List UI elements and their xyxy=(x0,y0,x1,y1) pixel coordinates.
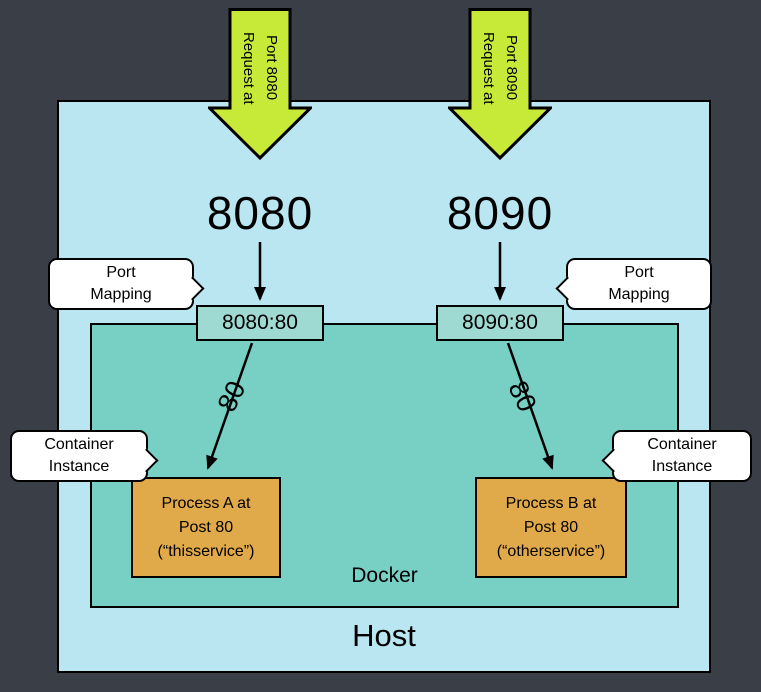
process-b-line3: (“otherservice”) xyxy=(496,542,606,560)
request-arrow-8080: Request at Port 8080 xyxy=(208,8,312,160)
process-a-line3: (“thisservice”) xyxy=(157,542,255,560)
callout-line: Container xyxy=(647,436,717,453)
callout-line: Mapping xyxy=(608,286,670,303)
request-arrow-8080-line2: Port 8080 xyxy=(263,35,280,101)
callout-line: Port xyxy=(106,264,136,281)
port-mapping-box-8080: 8080:80 xyxy=(196,305,324,341)
process-b-line2: Post 80 xyxy=(523,518,579,536)
request-arrow-8090-label: Request at Port 8090 xyxy=(477,18,523,118)
request-arrow-8080-line1: Request at xyxy=(240,31,257,105)
process-box-a: Process A at Post 80 (“thisservice”) xyxy=(131,477,281,578)
host-label: Host xyxy=(352,618,416,653)
callout-container-instance-left: Container Instance xyxy=(10,430,159,482)
callout-port-mapping-right: Port Mapping xyxy=(555,258,712,310)
callout-port-mapping-left: Port Mapping xyxy=(48,258,205,310)
request-arrow-8080-label: Request at Port 8080 xyxy=(237,18,283,118)
host-port-8080: 8080 xyxy=(206,187,314,239)
process-a-line2: Post 80 xyxy=(178,518,234,536)
callout-line: Instance xyxy=(651,458,713,475)
callout-line: Container xyxy=(44,436,114,453)
request-arrow-8090: Request at Port 8090 xyxy=(448,8,552,160)
port-mapping-box-8090: 8090:80 xyxy=(436,305,564,341)
callout-line: Instance xyxy=(48,458,110,475)
process-box-b: Process B at Post 80 (“otherservice”) xyxy=(475,477,627,578)
down-arrow-icon xyxy=(448,8,552,160)
process-a-line1: Process A at xyxy=(161,494,251,512)
callout-container-instance-right: Container Instance xyxy=(601,430,752,482)
request-arrow-8090-line2: Port 8090 xyxy=(503,35,520,101)
process-b-line1: Process B at xyxy=(505,494,597,512)
callout-line: Mapping xyxy=(90,286,152,303)
host-port-8090: 8090 xyxy=(446,187,554,239)
callout-line: Port xyxy=(624,264,654,281)
down-arrow-icon xyxy=(208,8,312,160)
docker-label: Docker xyxy=(351,564,418,587)
request-arrow-8090-line1: Request at xyxy=(480,31,497,105)
